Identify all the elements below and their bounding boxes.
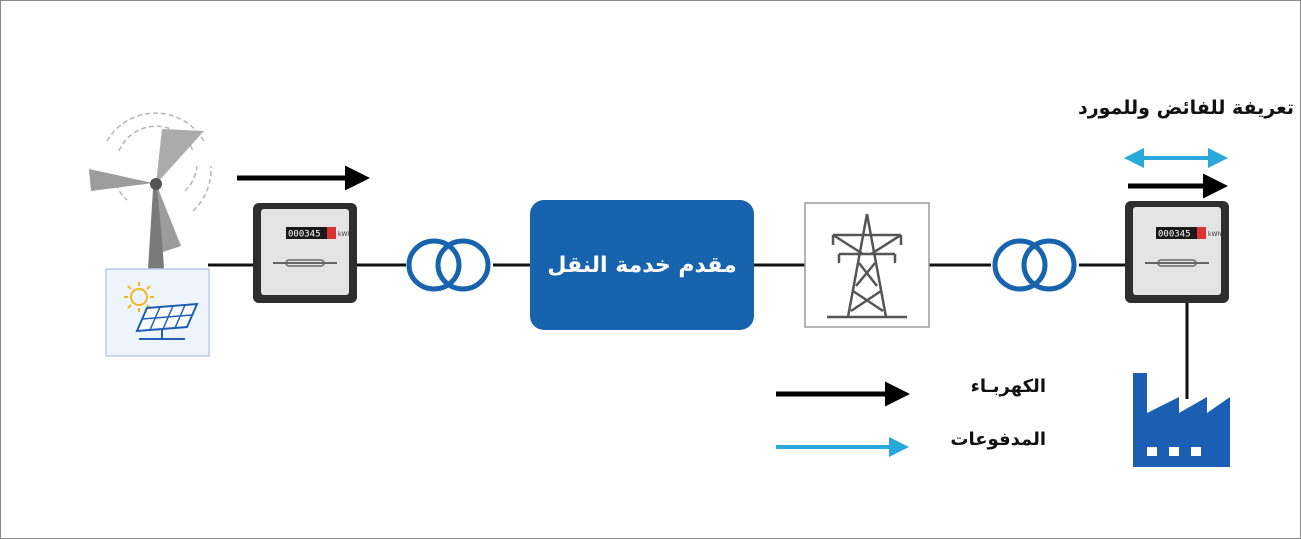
transformer-icon [992, 238, 1077, 292]
transformer-icon [406, 238, 491, 292]
right-meter-reading: 000345 [1158, 230, 1191, 240]
operator-box [530, 200, 754, 330]
left-meter-unit: kWh [338, 231, 351, 238]
solar-panel-icon [105, 268, 210, 357]
transmission-tower-icon [804, 202, 930, 328]
left-meter-reading: 000345 [288, 230, 321, 240]
operator-box-label: مقدم خدمة النقل [547, 252, 737, 278]
legend-payments-label: المدفوعات [950, 429, 1046, 450]
electricity-meter-icon: 000345 kWh [1125, 201, 1229, 303]
factory-icon [1133, 373, 1230, 467]
tariff-label: تعريفة للفائض وللمورد [1077, 97, 1294, 119]
legend-electricity-label: الكهربـاء [970, 376, 1046, 397]
electricity-meter-icon: 000345 kWh [253, 203, 357, 303]
right-meter-unit: kWh [1208, 231, 1221, 238]
wind-turbine-icon [89, 112, 212, 269]
